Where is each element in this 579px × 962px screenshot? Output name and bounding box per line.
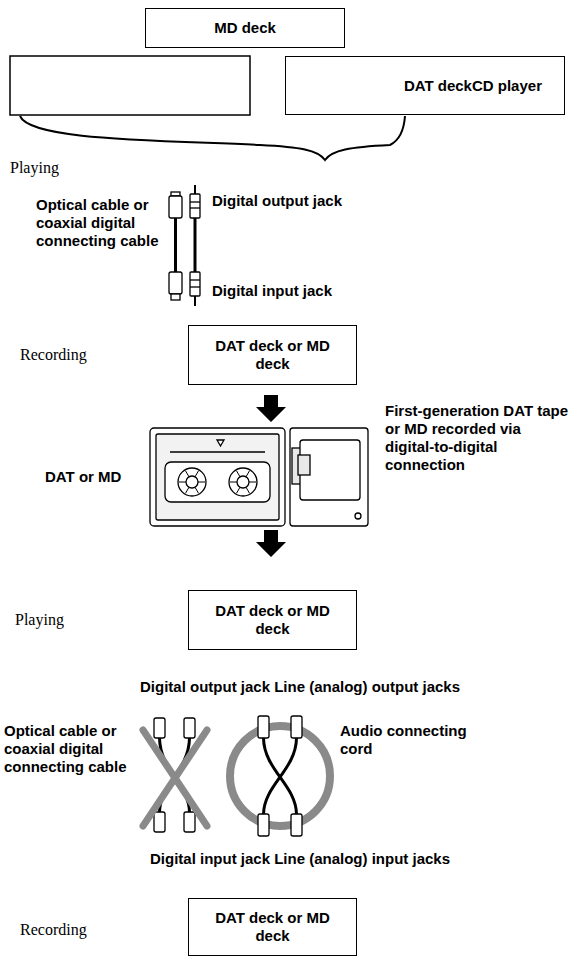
reel-spoke [237, 487, 241, 493]
media-note: First-generation DAT tape or MD recorded… [385, 402, 570, 474]
device-box: DAT deck or MD deck [188, 325, 357, 385]
media-label: DAT or MD [45, 468, 145, 486]
coaxial-cable [190, 185, 200, 306]
device-box: DAT deckCD player [285, 56, 565, 115]
mode-label: Playing [15, 610, 95, 629]
cable-label: Optical cable or coaxial digital connect… [36, 196, 164, 250]
optical-cable [169, 192, 182, 300]
device-box: MD deck [145, 8, 345, 48]
reel-spoke [179, 482, 186, 483]
reel-spoke [246, 487, 250, 493]
dat-tape [150, 428, 285, 526]
reel-spoke [198, 482, 205, 483]
mode-label: Playing [10, 158, 90, 177]
cross-mark [143, 730, 207, 826]
jack-label: Digital output jack Line (analog) output… [40, 678, 560, 696]
reel-spoke [230, 482, 237, 483]
reel-spoke [186, 487, 190, 493]
cable-label: Optical cable or coaxial digital connect… [4, 722, 138, 776]
jack-label: Digital output jack [212, 192, 412, 210]
device-name: DAT deck or MD deck [199, 602, 346, 638]
device-name: DAT deckCD player [404, 77, 542, 95]
mode-label: Recording [20, 345, 120, 364]
device-name: DAT deck or MD deck [199, 337, 346, 373]
device-box: DAT deck or MD deck [188, 898, 357, 956]
minidisc [290, 428, 368, 526]
device-box [10, 56, 250, 115]
mode-label: Recording [20, 920, 120, 939]
jack-label: Digital input jack Line (analog) input j… [40, 850, 560, 868]
device-name: DAT deck or MD deck [199, 909, 346, 945]
ok-circle [230, 726, 330, 826]
reel-spoke [246, 471, 250, 477]
audio-cord [258, 716, 302, 836]
reel-spoke [195, 487, 199, 493]
brace [20, 116, 405, 160]
reel-spoke [195, 471, 199, 477]
device-box: DAT deck or MD deck [188, 590, 357, 650]
device-name: MD deck [214, 19, 276, 37]
reel-spoke [186, 471, 190, 477]
down-arrow [256, 395, 286, 422]
reel-spoke [249, 482, 256, 483]
down-arrow [256, 530, 286, 557]
jack-label: Digital input jack [212, 282, 412, 300]
cable-label: Audio connecting cord [340, 722, 490, 758]
reel-spoke [237, 471, 241, 477]
